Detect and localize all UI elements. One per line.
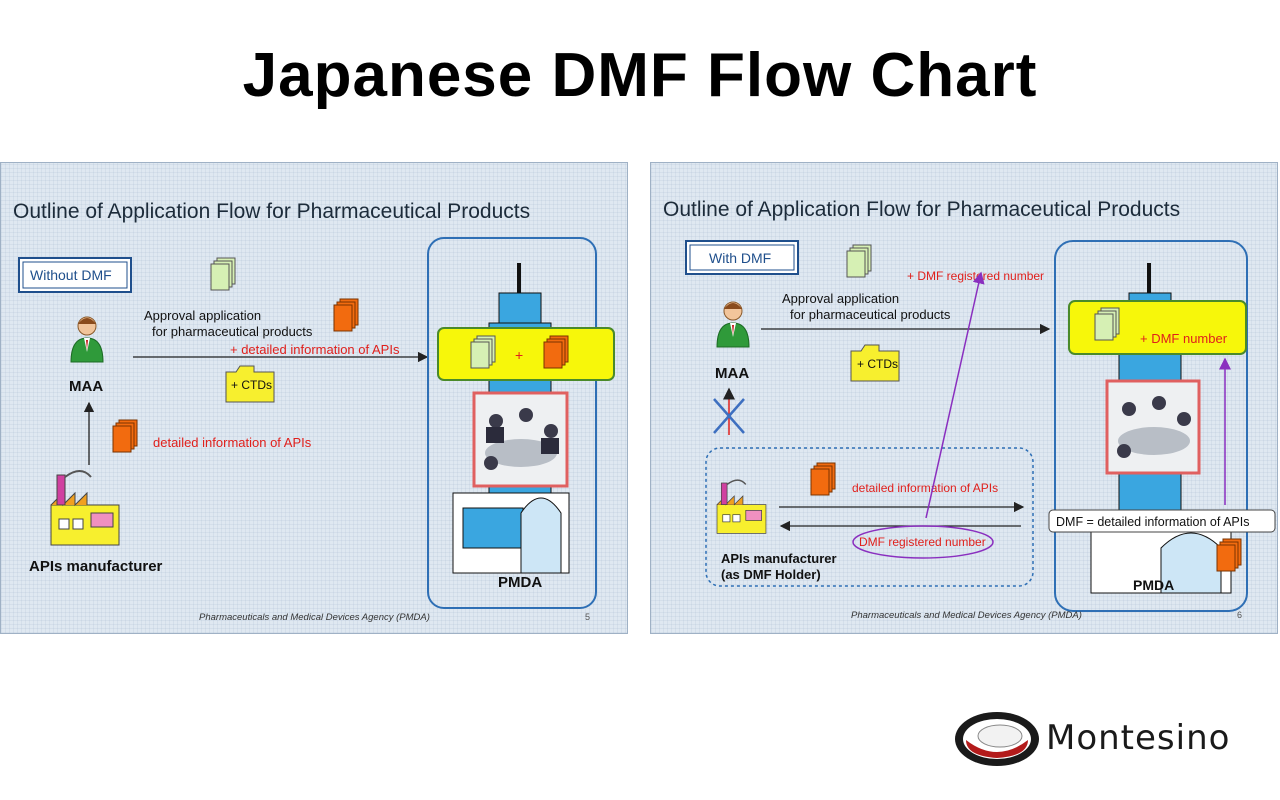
approval-line1: Approval application xyxy=(782,291,899,306)
pmda-box xyxy=(427,237,597,609)
pmda-box xyxy=(1054,240,1248,612)
plus-sign: + xyxy=(515,347,523,363)
mode-label: With DMF xyxy=(709,250,771,266)
maa-label: MAA xyxy=(715,365,749,382)
approval-line1: Approval application xyxy=(144,308,261,323)
plus-detail-label: + detailed information of APIs xyxy=(230,342,400,357)
detail-apis-label: detailed information of APIs xyxy=(153,435,312,450)
mode-label-box xyxy=(685,240,799,275)
document-stack-icon xyxy=(210,257,236,291)
manufacturer-label: APIs manufacturer xyxy=(29,558,163,575)
document-stack-icon xyxy=(810,462,836,496)
dmf-equals-box xyxy=(1048,509,1276,533)
dmf-equals-label: DMF = detailed information of APIs xyxy=(1056,515,1250,529)
meeting-photo xyxy=(1105,379,1201,475)
document-stack-icon xyxy=(333,298,359,332)
meeting-photo xyxy=(472,391,569,488)
document-stack-icon xyxy=(1216,538,1242,572)
person-icon xyxy=(70,316,104,363)
slide-footer: Pharmaceuticals and Medical Devices Agen… xyxy=(851,610,1082,621)
pmda-label: PMDA xyxy=(1133,577,1174,593)
manufacturer-line1: APIs manufacturer xyxy=(721,551,837,566)
approval-line2: for pharmaceutical products xyxy=(152,324,313,339)
slide-footer: Pharmaceuticals and Medical Devices Agen… xyxy=(199,612,430,623)
document-stack-icon xyxy=(470,335,496,369)
slide-heading: Outline of Application Flow for Pharmace… xyxy=(13,200,530,223)
slide-page-number: 6 xyxy=(1237,610,1242,620)
detail-apis-label: detailed information of APIs xyxy=(852,481,998,495)
dmf-registered-number-ellipse xyxy=(852,525,994,559)
pmda-label: PMDA xyxy=(498,574,542,591)
ctds-label: + CTDs xyxy=(231,378,272,392)
slide-page-number: 5 xyxy=(585,612,590,622)
slide-with-dmf: Outline of Application Flow for Pharmace… xyxy=(650,162,1278,634)
slide-heading: Outline of Application Flow for Pharmace… xyxy=(663,198,1180,221)
document-stack-icon xyxy=(846,244,872,278)
montesino-logo-icon xyxy=(955,712,1039,766)
purple-arrow xyxy=(925,271,985,519)
mode-label: Without DMF xyxy=(30,267,112,283)
slide-with-dmf-diagram: Outline of Application Flow for Pharmace… xyxy=(663,198,1276,621)
document-stack-icon xyxy=(1094,307,1120,341)
person-icon xyxy=(716,301,750,348)
document-stack-icon xyxy=(112,419,138,453)
factory-icon xyxy=(50,470,120,546)
factory-icon xyxy=(716,479,767,535)
page-title: Japanese DMF Flow Chart xyxy=(242,41,1038,110)
slide-without-dmf-diagram: Outline of Application Flow for Pharmace… xyxy=(13,200,615,623)
dmf-number-plus: + DMF number xyxy=(1140,331,1228,346)
cross-icon xyxy=(713,387,745,435)
approval-line2: for pharmaceutical products xyxy=(790,307,951,322)
maa-label: MAA xyxy=(69,378,103,395)
ctds-label: + CTDs xyxy=(857,357,898,371)
dmf-registered-number-plus: + DMF registered number xyxy=(907,269,1044,283)
logo-text: Montesino xyxy=(1046,718,1231,758)
document-stack-icon xyxy=(543,335,569,369)
dmf-registered-number: DMF registered number xyxy=(859,535,986,549)
manufacturer-line2: (as DMF Holder) xyxy=(721,567,821,582)
highlight-box xyxy=(437,327,615,381)
slide-without-dmf: Outline of Application Flow for Pharmace… xyxy=(0,162,628,634)
dmf-holder-box xyxy=(705,447,1034,587)
mode-label-box xyxy=(18,257,132,293)
